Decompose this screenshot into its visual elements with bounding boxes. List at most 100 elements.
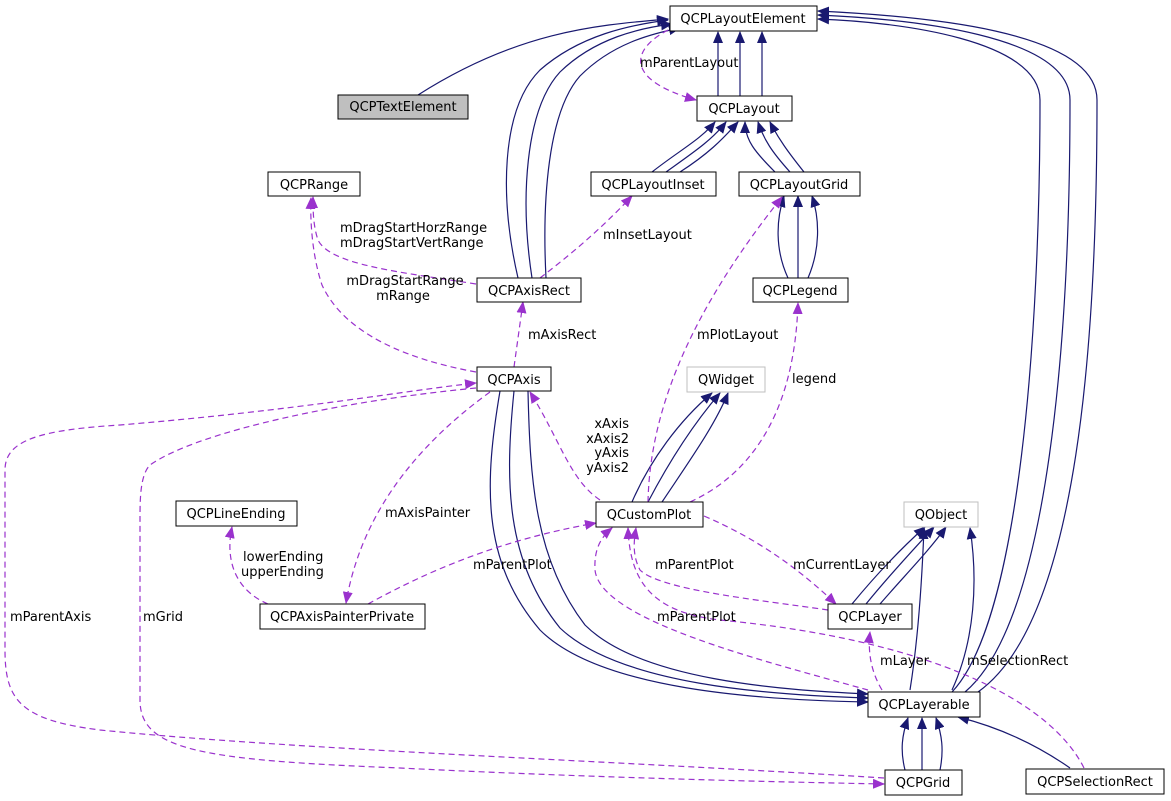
- label-m-range: mRange: [376, 289, 430, 304]
- node-qcptextelement[interactable]: QCPTextElement: [337, 94, 469, 120]
- edge-layerable-parentplot: [594, 527, 869, 691]
- label-m-grid: mGrid: [143, 610, 183, 625]
- node-qcpgrid[interactable]: QCPGrid: [884, 769, 963, 796]
- label-m-parent-axis: mParentAxis: [10, 610, 91, 625]
- edge-axispainter-customplot: [367, 519, 597, 605]
- edge-layerable-layoutelement-2: [817, 10, 1071, 693]
- node-qcplayer[interactable]: QCPLayer: [827, 603, 913, 630]
- node-qobject[interactable]: QObject: [903, 501, 979, 528]
- edge-legend-grid-1: [775, 195, 789, 279]
- edge-axis-layerable-2: [508, 390, 869, 703]
- edge-customplot-layoutgrid: [647, 196, 783, 503]
- edge-labels: mParentLayout mDragStartHorzRange mDragS…: [10, 56, 1068, 669]
- label-y-axis: yAxis: [594, 446, 629, 461]
- label-upper-ending: upperEnding: [241, 565, 324, 580]
- usage-edges: [4, 29, 1085, 789]
- node-qcplayoutinset[interactable]: QCPLayoutInset: [590, 171, 717, 197]
- node-qcplayerable[interactable]: QCPLayerable: [867, 691, 981, 718]
- label-m-drag-start-horz-range: mDragStartHorzRange: [340, 221, 487, 236]
- edge-layerable-layoutelement-3: [817, 6, 1098, 693]
- edge-inset-layout-1: [651, 121, 716, 173]
- edge-axis-layerable-3: [527, 390, 869, 699]
- edge-axisrect-insetlayout: [539, 195, 633, 279]
- nodes: QCPLayoutElement QCPTextElement QCPLayou…: [175, 5, 1165, 796]
- edge-axis-range: [305, 197, 477, 373]
- node-label: QCPLineEnding: [186, 507, 285, 522]
- edge-axis-axispainter: [342, 391, 491, 604]
- node-label: QCPLayer: [838, 610, 902, 625]
- label-m-parent-plot-bottom: mParentPlot: [657, 610, 736, 625]
- node-label: QCPAxis: [487, 373, 541, 388]
- label-m-parent-plot-left: mParentPlot: [473, 558, 552, 573]
- edge-customplot-currentlayer: [703, 515, 837, 605]
- edge-layerable-qobject-1: [909, 527, 929, 691]
- label-m-parent-layout: mParentLayout: [640, 56, 738, 71]
- node-label: QCPLayoutInset: [601, 178, 704, 193]
- label-x-axis: xAxis: [594, 417, 629, 432]
- node-qcustomplot[interactable]: QCustomPlot: [595, 501, 704, 528]
- node-label: QCPGrid: [896, 776, 950, 791]
- node-qcplegend[interactable]: QCPLegend: [752, 277, 849, 303]
- edge-axisrect-range: [308, 196, 477, 285]
- label-y-axis2: yAxis2: [586, 461, 629, 476]
- edge-customplot-qwidget-2: [647, 392, 721, 503]
- edge-inset-layout-3: [679, 121, 739, 173]
- node-label: QCPLayoutGrid: [750, 178, 849, 193]
- node-qwidget[interactable]: QWidget: [686, 366, 766, 393]
- edge-layerable-layer: [863, 631, 883, 691]
- label-m-parent-plot-mid: mParentPlot: [655, 558, 734, 573]
- edge-customplot-qwidget-1: [631, 392, 713, 503]
- edge-selectionrect-parentplot: [623, 527, 1085, 769]
- label-m-drag-start-range: mDragStartRange: [346, 274, 463, 289]
- edge-grid-layout-3: [769, 121, 805, 173]
- node-label: QCPRange: [280, 178, 348, 193]
- edge-axis-axisrect: [513, 301, 527, 368]
- node-qcplayoutgrid[interactable]: QCPLayoutGrid: [738, 171, 861, 197]
- node-qcpaxispainterprivate[interactable]: QCPAxisPainterPrivate: [259, 603, 426, 630]
- node-label: QWidget: [698, 373, 754, 388]
- node-label: QCPLayout: [708, 102, 779, 117]
- node-qcplineending[interactable]: QCPLineEnding: [175, 500, 298, 527]
- edge-axisrect-layoutelement-1: [505, 16, 669, 279]
- node-qcplayout[interactable]: QCPLayout: [696, 95, 793, 122]
- node-qcpaxisrect[interactable]: QCPAxisRect: [476, 277, 582, 303]
- label-m-axis-painter: mAxisPainter: [385, 506, 471, 521]
- node-label: QCPLayerable: [878, 698, 969, 713]
- edge-customplot-legend: [689, 302, 803, 503]
- node-qcpselectionrect[interactable]: QCPSelectionRect: [1025, 768, 1165, 795]
- edge-grid-layerable-1: [899, 717, 910, 771]
- label-m-inset-layout: mInsetLayout: [603, 228, 692, 243]
- node-qcpaxis[interactable]: QCPAxis: [476, 366, 552, 392]
- edge-axisrect-layoutelement-2: [525, 20, 673, 279]
- label-m-plot-layout: mPlotLayout: [697, 328, 778, 343]
- edge-layer-parentplot: [629, 527, 829, 611]
- edge-customplot-qwidget-3: [661, 392, 729, 503]
- node-qcprange[interactable]: QCPRange: [267, 171, 361, 197]
- label-x-axis2: xAxis2: [586, 432, 629, 447]
- label-m-current-layer: mCurrentLayer: [793, 558, 891, 573]
- edge-customplot-axis: [529, 391, 601, 501]
- edge-inset-layout-2: [665, 121, 727, 173]
- edge-axisrect-layoutelement-3: [544, 25, 681, 279]
- label-m-drag-start-vert-range: mDragStartVertRange: [340, 236, 484, 251]
- node-label: QCPLayoutElement: [680, 12, 805, 27]
- node-label: QCustomPlot: [607, 508, 692, 523]
- edge-grid-layerable-3: [934, 717, 945, 771]
- edge-axispainter-lineending: [224, 526, 269, 605]
- edge-axis-grid: [139, 387, 885, 789]
- edge-grid-layout-1: [740, 121, 776, 173]
- node-label: QCPSelectionRect: [1037, 775, 1153, 790]
- node-label: QObject: [915, 508, 968, 523]
- node-qcplayoutelement[interactable]: QCPLayoutElement: [669, 5, 818, 32]
- edge-layout-parentlayout: [640, 29, 697, 102]
- edge-grid-layout-2: [756, 121, 791, 173]
- node-label: QCPTextElement: [349, 100, 456, 115]
- edge-grid-parentaxis: [4, 379, 885, 779]
- edge-textelement-layoutelement: [417, 14, 669, 96]
- edge-selectionrect-layerable: [957, 714, 1071, 769]
- node-label: QCPAxisRect: [488, 284, 570, 299]
- edge-layerable-layoutelement-1: [817, 14, 1041, 693]
- edge-legend-grid-3: [807, 195, 821, 279]
- label-legend: legend: [792, 372, 836, 387]
